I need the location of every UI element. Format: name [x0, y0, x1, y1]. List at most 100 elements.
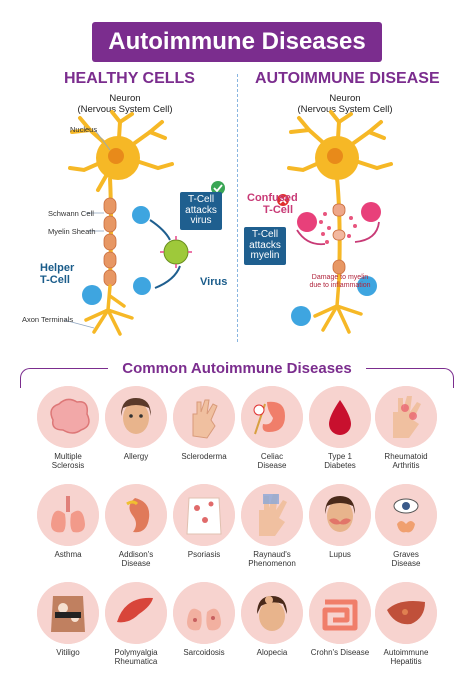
disease-name-line1: Addison's — [118, 550, 154, 559]
disease-item: Alopecia — [238, 582, 306, 657]
confused-tcell-line2: T-Cell — [263, 204, 293, 216]
disease-name-line2: Diabetes — [324, 461, 356, 470]
disease-name-line2: Disease — [391, 559, 421, 568]
disease-name-line2: Hepatitis — [390, 657, 422, 666]
confused-tcell-line1: Confused — [247, 192, 298, 204]
schwann-cell-label: Schwann Cell — [48, 209, 94, 218]
healthy-cells-heading: HEALTHY CELLS — [64, 70, 195, 87]
damage-line2: due to inflammation — [309, 282, 371, 289]
disease-name-line1: Polymyalgia — [114, 648, 158, 657]
liver-icon — [375, 582, 437, 644]
disease-item: Asthma — [34, 484, 102, 559]
myelin-sheath-label: Myelin Sheath — [48, 227, 96, 236]
panel-divider — [237, 74, 238, 342]
disease-name-line1: Rheumatoid — [384, 452, 428, 461]
autoimmune-neuron-title: Neuron — [329, 93, 361, 104]
disease-name-line1: Crohn's Disease — [310, 648, 370, 657]
blood-drop-icon — [309, 386, 371, 448]
heading-bracket-right — [366, 368, 454, 388]
disease-name-line1: Type 1 — [327, 452, 352, 461]
disease-item: Scleroderma — [170, 386, 238, 461]
face-icon — [105, 386, 167, 448]
tcell-myelin-line2: attacks — [249, 239, 281, 251]
disease-name-line1: Raynaud's — [253, 550, 291, 559]
disease-item: Crohn's Disease — [306, 582, 374, 657]
common-diseases-heading: Common Autoimmune Diseases — [122, 360, 352, 377]
autoimmune-disease-heading: AUTOIMMUNE DISEASE — [255, 70, 440, 87]
autoimmune-neuron-label: Neuron (Nervous System Cell) — [290, 93, 400, 115]
disease-name-line1: Allergy — [123, 452, 149, 461]
disease-name-line2: Disease — [257, 461, 287, 470]
disease-item: Allergy — [102, 386, 170, 461]
disease-name-line1: Sarcoidosis — [183, 648, 225, 657]
stomach-wheat-icon — [241, 386, 303, 448]
disease-item: Vitiligo — [34, 582, 102, 657]
disease-name-line1: Vitiligo — [56, 648, 80, 657]
disease-name: Vitiligo — [34, 648, 102, 657]
healthy-neuron-illustration — [63, 110, 225, 336]
disease-name: Alopecia — [238, 648, 306, 657]
helper-tcell-label: Helper T-Cell — [40, 262, 74, 286]
heading-bracket-left — [20, 368, 108, 388]
disease-item: Lupus — [306, 484, 374, 559]
vitiligo-icon — [37, 582, 99, 644]
disease-name: Psoriasis — [170, 550, 238, 559]
autoimmune-neuron-illustration — [277, 110, 393, 334]
hand-icon — [173, 386, 235, 448]
hair-loss-icon — [241, 582, 303, 644]
tcell-virus-line3: virus — [190, 215, 212, 226]
page-title: Autoimmune Diseases — [108, 28, 366, 55]
tcell-virus-line1: T-Cell — [187, 194, 215, 205]
autoimmune-neuron-subtitle: (Nervous System Cell) — [297, 104, 393, 115]
axon-terminals-label: Axon Terminals — [22, 315, 74, 324]
tcell-myelin-line1: T-Cell — [251, 229, 279, 240]
disease-name-line2: Disease — [121, 559, 151, 568]
butterfly-rash-icon — [309, 484, 371, 546]
lungs-icon — [37, 484, 99, 546]
healthy-neuron-subtitle: (Nervous System Cell) — [77, 104, 173, 115]
disease-name-line1: Alopecia — [256, 648, 288, 657]
disease-name: Scleroderma — [170, 452, 238, 461]
healthy-neuron-label: Neuron (Nervous System Cell) — [70, 93, 180, 115]
helper-tcell-line2: T-Cell — [40, 274, 70, 286]
disease-name-line1: Graves — [393, 550, 419, 559]
disease-name-line1: Asthma — [54, 550, 82, 559]
disease-name-line2: Sclerosis — [51, 461, 85, 470]
disease-item: Psoriasis — [170, 484, 238, 559]
lungs-nodules-icon — [173, 582, 235, 644]
muscle-icon — [105, 582, 167, 644]
disease-name: Sarcoidosis — [170, 648, 238, 657]
blue-fingers-icon — [241, 484, 303, 546]
damage-label: Damage to myelin due to inflammation — [296, 274, 384, 290]
brain-icon — [37, 386, 99, 448]
disease-name-line1: Celiac — [260, 452, 284, 461]
disease-name-line2: Phenomenon — [248, 559, 296, 568]
disease-item: Sarcoidosis — [170, 582, 238, 657]
autoimmune-nucleus — [327, 148, 343, 164]
inflamed-hand-icon — [375, 386, 437, 448]
disease-name-line2: Arthritis — [392, 461, 420, 470]
tcell-virus-line2: attacks — [185, 204, 217, 216]
disease-name: Crohn's Disease — [306, 648, 374, 657]
disease-name: Allergy — [102, 452, 170, 461]
disease-name-line1: Lupus — [329, 550, 351, 559]
disease-name-line1: Scleroderma — [181, 452, 227, 461]
disease-name-line1: Multiple — [54, 452, 82, 461]
disease-name: Asthma — [34, 550, 102, 559]
disease-name: Lupus — [306, 550, 374, 559]
tcell-myelin-line3: myelin — [250, 250, 280, 261]
